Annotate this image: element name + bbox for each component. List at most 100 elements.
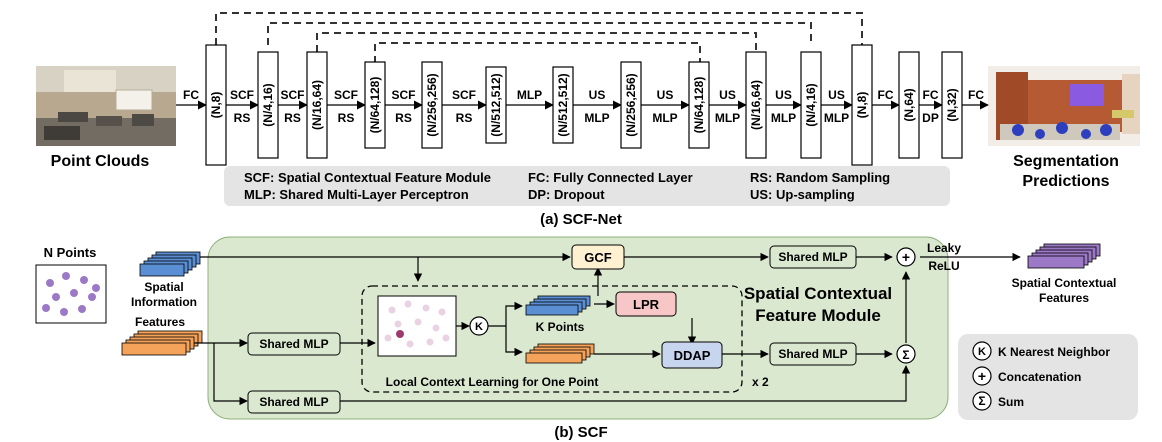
output-features-line1: Spatial Contextual (1012, 276, 1117, 290)
n-points-label: N Points (44, 245, 97, 260)
op-top-0: FC (183, 88, 199, 102)
block-6: (N/512,512) (552, 66, 574, 144)
k-features-stack (525, 343, 595, 364)
svg-text:Σ: Σ (978, 394, 985, 408)
legend-sum: Sum (998, 395, 1024, 409)
svg-text:Shared MLP: Shared MLP (778, 347, 847, 361)
block-label-1: (N/4,16) (261, 83, 275, 126)
block-label-6: (N/512,512) (556, 73, 570, 136)
op-top-4: SCF (392, 88, 416, 102)
block-label-2: (N/16,64) (310, 80, 324, 130)
block-label-4: (N/256,256) (425, 73, 439, 136)
svg-text:Shared MLP: Shared MLP (259, 395, 328, 409)
op-bottom-8: MLP (652, 111, 677, 125)
sum-legend-icon (972, 391, 992, 411)
block-13: (N,32) (941, 51, 963, 159)
block-label-5: (N/512,512) (489, 73, 503, 136)
legend-us: US: Up-sampling (750, 187, 855, 202)
output-features-stack (1027, 243, 1101, 269)
spatial-info-line1: Spatial (144, 280, 183, 294)
op-top-11: US (828, 88, 845, 102)
shared-mlp-ddap: Shared MLP (769, 342, 857, 366)
block-label-7: (N/256,256) (624, 73, 638, 136)
leaky-relu-line2: ReLU (928, 259, 959, 273)
svg-text:GCF: GCF (584, 250, 612, 265)
spatial-info-stack (139, 251, 201, 277)
op-top-1: SCF (230, 88, 254, 102)
op-bottom-2: RS (284, 111, 301, 125)
local-context-label: Local Context Learning for One Point (386, 375, 599, 389)
op-bottom-10: MLP (771, 111, 796, 125)
module-title-line2: Feature Module (755, 306, 881, 325)
block-2: (N/16,64) (306, 51, 328, 159)
op-top-2: SCF (281, 88, 305, 102)
scf-connections (194, 252, 1021, 406)
net-legend-box (224, 166, 950, 206)
block-label-8: (N/64,128) (692, 77, 706, 134)
op-bottom-3: RS (338, 111, 355, 125)
k-points-stack (525, 295, 591, 316)
local-neighborhood-box (377, 295, 457, 357)
repeat-label: x 2 (752, 375, 769, 389)
legend-fc: FC: Fully Connected Layer (528, 170, 693, 185)
op-top-3: SCF (334, 88, 358, 102)
leaky-relu-line1: Leaky (927, 241, 961, 255)
block-7: (N/256,256) (620, 61, 642, 149)
backbone-blocks: (N,8) (N/4,16) (N/16,64) (N/64,128) (N/256,2… (205, 44, 963, 166)
legend-concat: Concatenation (998, 370, 1081, 384)
block-label-13: (N,32) (945, 88, 959, 121)
output-segmentation-image (988, 66, 1140, 146)
block-label-3: (N/64,128) (368, 77, 382, 134)
block-label-11: (N,8) (855, 92, 869, 119)
output-label-line1: Segmentation (1013, 153, 1119, 170)
shared-mlp-features: Shared MLP (247, 332, 341, 356)
op-bottom-1: RS (234, 111, 251, 125)
block-3: (N/64,128) (364, 61, 386, 149)
shared-mlp-bottom: Shared MLP (247, 390, 341, 414)
legend-dp: DP: Dropout (528, 187, 605, 202)
caption-scf-net: (a) SCF-Net (540, 211, 622, 228)
svg-text:+: + (978, 368, 986, 384)
op-top-14: FC (968, 88, 984, 102)
knn-circle: K (469, 316, 489, 336)
svg-text:Shared MLP: Shared MLP (259, 337, 328, 351)
op-top-5: SCF (452, 88, 476, 102)
output-features-line2: Features (1039, 291, 1089, 305)
block-0: (N,8) (205, 44, 227, 166)
op-bottom-13: DP (922, 111, 939, 125)
op-top-9: US (719, 88, 736, 102)
op-bottom-9: MLP (715, 111, 740, 125)
block-4: (N/256,256) (421, 61, 443, 149)
spatial-info-line2: Information (131, 295, 197, 309)
op-top-8: US (657, 88, 674, 102)
module-title-line1: Spatial Contextual (744, 284, 892, 303)
svg-text:Σ: Σ (902, 348, 909, 362)
svg-text:LPR: LPR (633, 297, 660, 312)
output-label-line2: Predictions (1022, 173, 1109, 190)
features-stack (121, 330, 203, 356)
op-top-6: MLP (517, 88, 542, 102)
block-5: (N/512,512) (485, 66, 507, 144)
svg-text:K: K (475, 321, 483, 333)
shared-mlp-gcf: Shared MLP (769, 245, 857, 269)
ddap-box: DDAP (661, 341, 723, 369)
block-label-0: (N,8) (209, 92, 223, 119)
op-top-10: US (775, 88, 792, 102)
block-12: (N,64) (898, 51, 920, 159)
svg-text:+: + (902, 249, 910, 265)
block-9: (N/16,64) (745, 51, 767, 159)
op-top-13: FC (923, 88, 939, 102)
input-label: Point Clouds (51, 153, 150, 170)
op-bottom-4: RS (395, 111, 412, 125)
block-10: (N/4,16) (800, 51, 822, 159)
block-1: (N/4,16) (257, 51, 279, 159)
scf-module-background (207, 236, 949, 420)
n-points-dots (42, 272, 100, 316)
lpr-box: LPR (615, 291, 677, 317)
op-top-12: FC (878, 88, 894, 102)
block-label-10: (N/4,16) (804, 83, 818, 126)
concat-legend-icon (972, 366, 992, 386)
block-8: (N/64,128) (688, 61, 710, 149)
